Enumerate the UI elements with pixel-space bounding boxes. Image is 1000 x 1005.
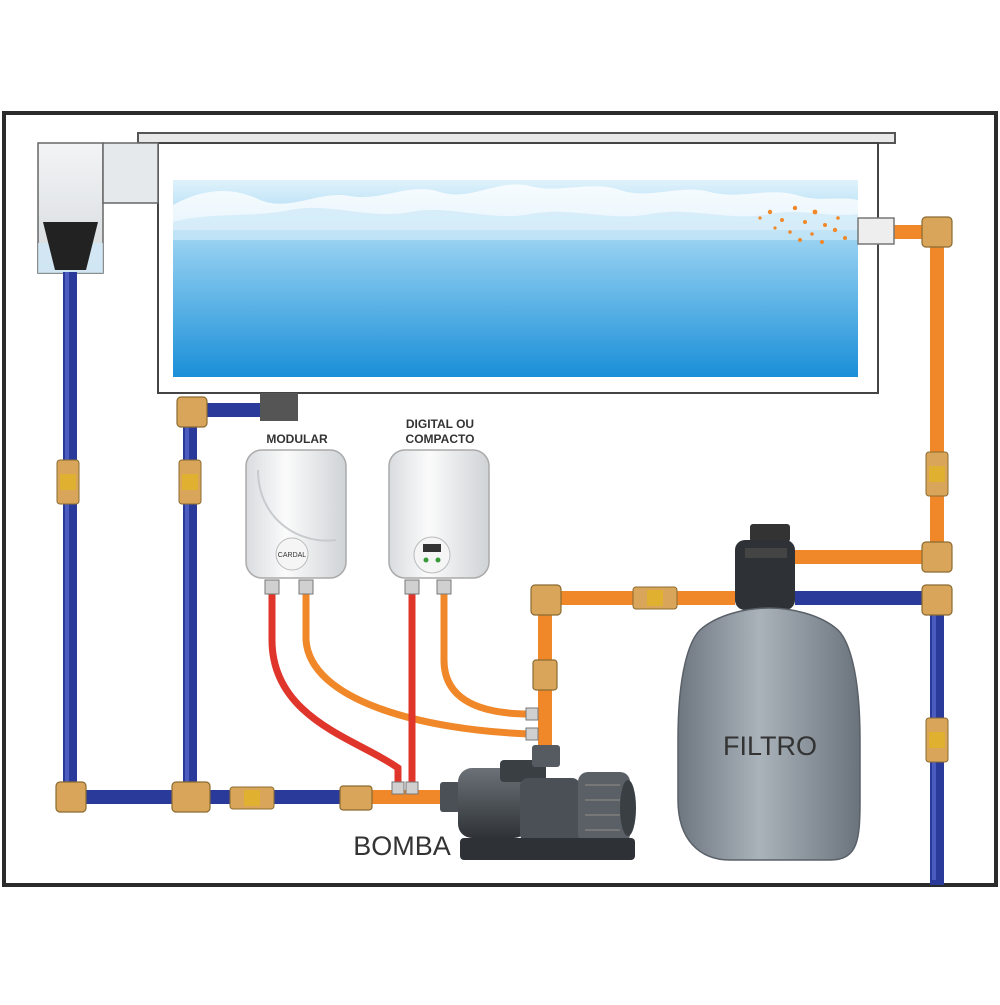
elbow-fitting bbox=[921, 541, 953, 573]
union-fitting bbox=[532, 659, 558, 691]
skimmer-box bbox=[37, 142, 159, 274]
return-spray bbox=[758, 205, 847, 244]
heater-brand: CARDAL bbox=[278, 552, 307, 559]
ball-valve-icon bbox=[632, 586, 678, 610]
ball-valve-icon bbox=[925, 451, 949, 497]
hose-orange bbox=[302, 586, 534, 738]
heater-icon bbox=[388, 449, 490, 579]
ball-valve-icon bbox=[229, 786, 275, 810]
digital-display bbox=[423, 544, 441, 552]
pool-deck bbox=[137, 132, 896, 144]
heater-icon bbox=[245, 449, 347, 579]
union-fitting bbox=[339, 785, 373, 811]
label-modular: MODULAR bbox=[266, 432, 328, 446]
main-drain bbox=[260, 393, 298, 421]
sand-filter-icon bbox=[677, 524, 861, 861]
heater-hoses bbox=[268, 586, 534, 794]
label-filtro: FILTRO bbox=[723, 731, 817, 761]
water-surface-waves-2 bbox=[173, 207, 858, 240]
elbow-fitting bbox=[55, 781, 87, 813]
label-digital-line2: COMPACTO bbox=[406, 432, 475, 446]
hose-connectors bbox=[264, 579, 539, 795]
label-digital-line1: DIGITAL OU bbox=[406, 417, 474, 431]
pipe-fittings bbox=[55, 216, 953, 813]
return-inlet bbox=[857, 217, 895, 245]
elbow-fitting bbox=[921, 216, 953, 248]
ball-valve-icon bbox=[178, 459, 202, 505]
elbow-fitting bbox=[921, 584, 953, 616]
pool-tank bbox=[137, 132, 896, 394]
ball-valve-icon bbox=[56, 459, 80, 505]
ball-valves bbox=[56, 451, 949, 810]
filter-tank bbox=[677, 607, 861, 861]
heater-modular: CARDAL bbox=[245, 449, 347, 579]
label-bomba: BOMBA bbox=[353, 831, 451, 861]
hose-red bbox=[268, 586, 402, 794]
pump-icon bbox=[440, 745, 636, 860]
heated-return-pipe bbox=[778, 225, 944, 564]
filter-valve-top bbox=[750, 524, 790, 542]
elbow-fitting bbox=[530, 584, 562, 616]
hose-orange bbox=[440, 586, 534, 718]
heater-digital bbox=[388, 449, 490, 579]
ball-valve-icon bbox=[925, 717, 949, 763]
elbow-fitting bbox=[176, 396, 208, 428]
tee-fitting bbox=[171, 781, 211, 813]
